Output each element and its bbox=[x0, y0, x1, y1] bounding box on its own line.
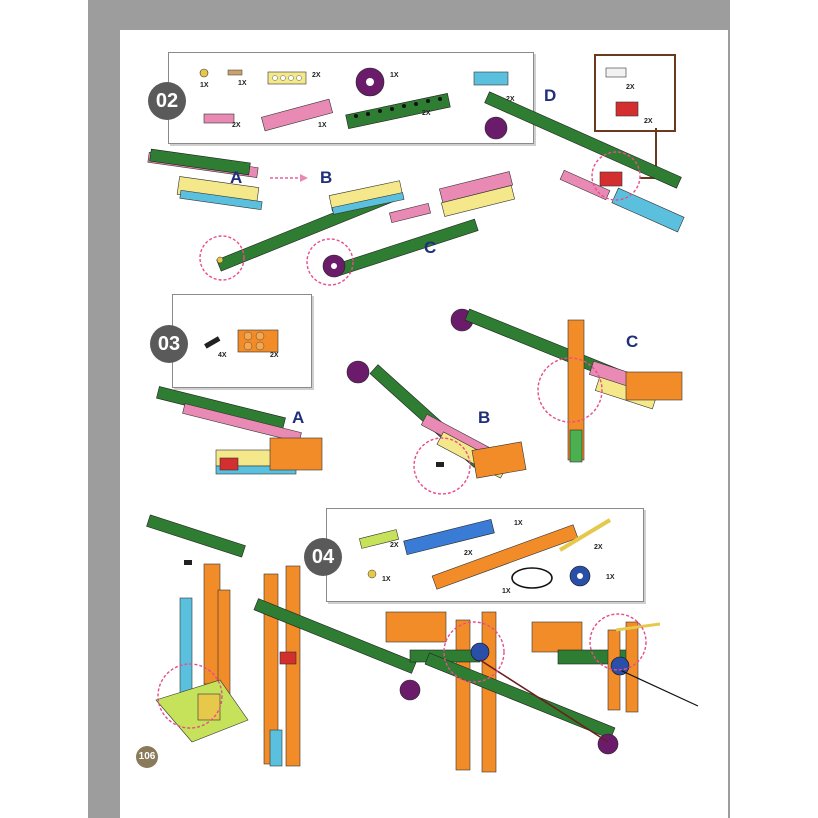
qty-purple-wheel: 1X bbox=[390, 72, 399, 79]
step-02-parts-art bbox=[199, 67, 509, 132]
step-04-badge: 04 bbox=[304, 538, 342, 576]
qty-green-beam: 2X bbox=[422, 110, 431, 117]
step-02-assembly-art bbox=[147, 91, 685, 286]
step-03-badge: 03 bbox=[150, 325, 188, 363]
step-04-assembly-art bbox=[146, 514, 699, 773]
qty-blue-plate: 2X bbox=[506, 96, 515, 103]
qty-orange-beam: 1X bbox=[514, 520, 523, 527]
qty-blue-pulley: 1X bbox=[606, 574, 615, 581]
step-02-parts-panel bbox=[168, 52, 534, 144]
step-02-label-a: A bbox=[230, 168, 243, 187]
instruction-page: 02 1X 1X 2X 1X 2X 2X 1X 2X bbox=[120, 30, 728, 818]
qty-pink-small-plate: 2X bbox=[232, 122, 241, 129]
step-02-label-d: D bbox=[544, 86, 557, 105]
step-02-label-c: C bbox=[424, 238, 437, 257]
step-02-badge: 02 bbox=[148, 82, 186, 120]
step-03-assembly-art bbox=[156, 308, 683, 495]
step-03-label-c: C bbox=[626, 332, 639, 351]
qty-black-string: 1X bbox=[502, 588, 511, 595]
step-04-parts-art bbox=[358, 518, 612, 590]
step-02-label-b: B bbox=[320, 168, 333, 187]
qty-yellow-beam: 2X bbox=[312, 72, 321, 79]
qty-orange-brick: 2X bbox=[270, 352, 279, 359]
step-03-label-b: B bbox=[478, 408, 491, 427]
step-02-callout-box bbox=[594, 54, 676, 132]
qty-axle-pin: 1X bbox=[238, 80, 247, 87]
step-03-label-a: A bbox=[292, 408, 305, 427]
qty-lime-plate: 2X bbox=[390, 542, 399, 549]
qty-white-plate: 2X bbox=[626, 84, 635, 91]
qty-red-brick: 2X bbox=[644, 118, 653, 125]
qty-pink-long-plate: 1X bbox=[318, 122, 327, 129]
step-03-parts-art bbox=[204, 329, 279, 353]
qty-yellow-connector: 1X bbox=[200, 82, 209, 89]
qty-blue-beam: 2X bbox=[464, 550, 473, 557]
qty-yellow-connector-04: 1X bbox=[382, 576, 391, 583]
qty-black-pin: 4X bbox=[218, 352, 227, 359]
page-number: 106 bbox=[136, 746, 158, 768]
qty-yellow-axle: 2X bbox=[594, 544, 603, 551]
